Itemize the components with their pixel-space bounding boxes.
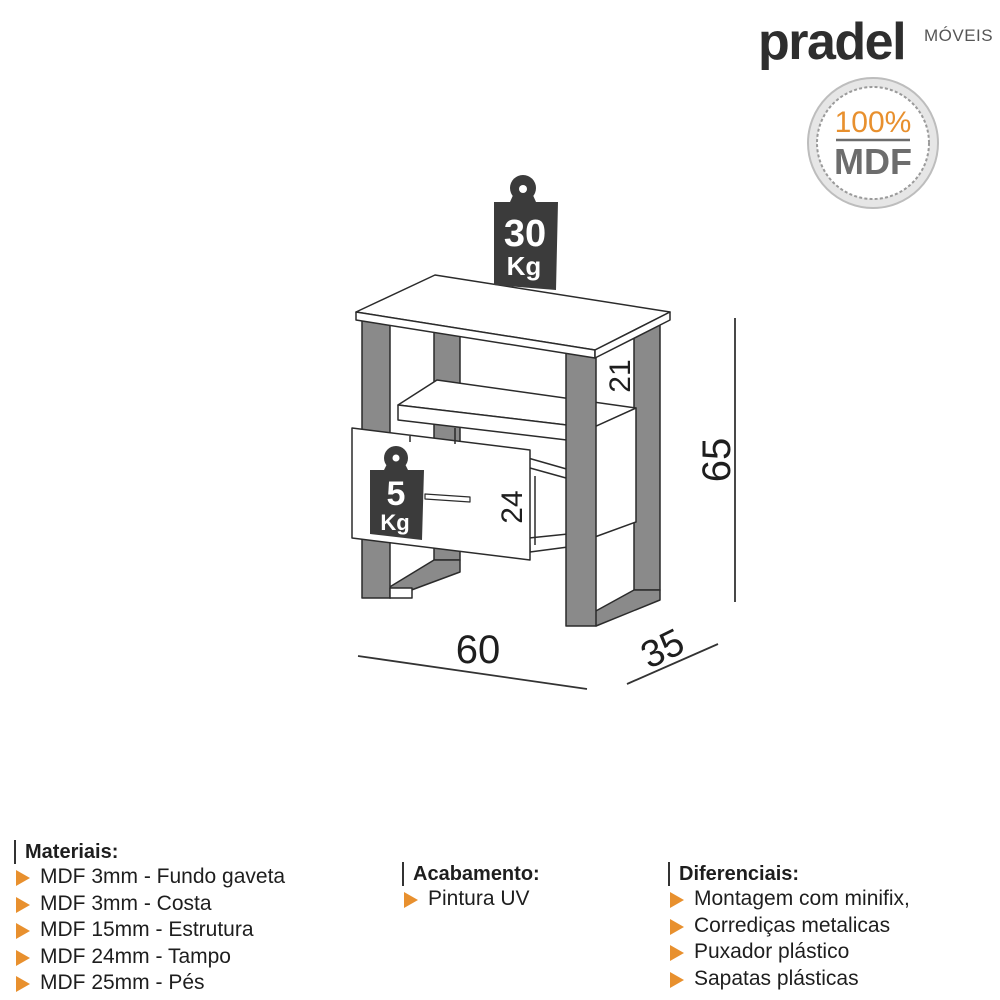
weight-drawer-unit: Kg [380,510,409,535]
mdf-seal: 100% MDF [807,77,939,209]
label-drawer-height: 24 [496,490,529,523]
arrow-icon [16,896,30,913]
list-item: MDF 25mm - Pés [14,970,285,997]
list-item: MDF 3mm - Fundo gaveta [14,864,285,891]
arrow-icon [670,918,684,935]
seal-percent: 100% [835,106,912,139]
arrow-icon [670,892,684,908]
label-shelf-gap: 21 [604,359,637,392]
furniture-drawing: 30 Kg 5 Kg 21 24 65 60 35 [351,175,739,690]
arrow-icon [16,870,30,886]
list-item: Pintura UV [402,886,540,913]
arrow-icon [670,971,684,988]
specifications: Materiais: MDF 3mm - Fundo gaveta MDF 3m… [0,838,1000,1000]
brand-subtitle: MÓVEIS [924,26,994,45]
finish-section: Acabamento: Pintura UV [402,862,540,913]
label-height: 65 [695,438,739,483]
finish-title: Acabamento: [402,862,540,886]
list-item: Montagem com minifix, [668,886,910,913]
list-item: Sapatas plásticas [668,966,910,993]
list-item: MDF 3mm - Costa [14,891,285,918]
features-section: Diferenciais: Montagem com minifix, Corr… [668,862,910,992]
arrow-icon [16,923,30,939]
weight-top-unit: Kg [507,251,542,281]
arrow-icon [16,976,30,992]
arrow-icon [670,945,684,961]
list-item: MDF 24mm - Tampo [14,944,285,971]
seal-material: MDF [834,141,912,182]
materials-title: Materiais: [14,840,285,864]
arrow-icon [404,892,418,908]
features-title: Diferenciais: [668,862,910,886]
weight-5kg-icon: 5 Kg [370,446,424,540]
label-width: 60 [456,628,501,672]
arrow-icon [16,949,30,966]
label-depth: 35 [635,621,691,677]
weight-30kg-icon: 30 Kg [494,175,558,290]
list-item: Corrediças metalicas [668,913,910,940]
list-item: Puxador plástico [668,939,910,966]
materials-section: Materiais: MDF 3mm - Fundo gaveta MDF 3m… [14,840,285,997]
brand-name: pradel [758,13,907,71]
weight-top-value: 30 [504,213,546,255]
list-item: MDF 15mm - Estrutura [14,917,285,944]
weight-drawer-value: 5 [387,475,406,513]
